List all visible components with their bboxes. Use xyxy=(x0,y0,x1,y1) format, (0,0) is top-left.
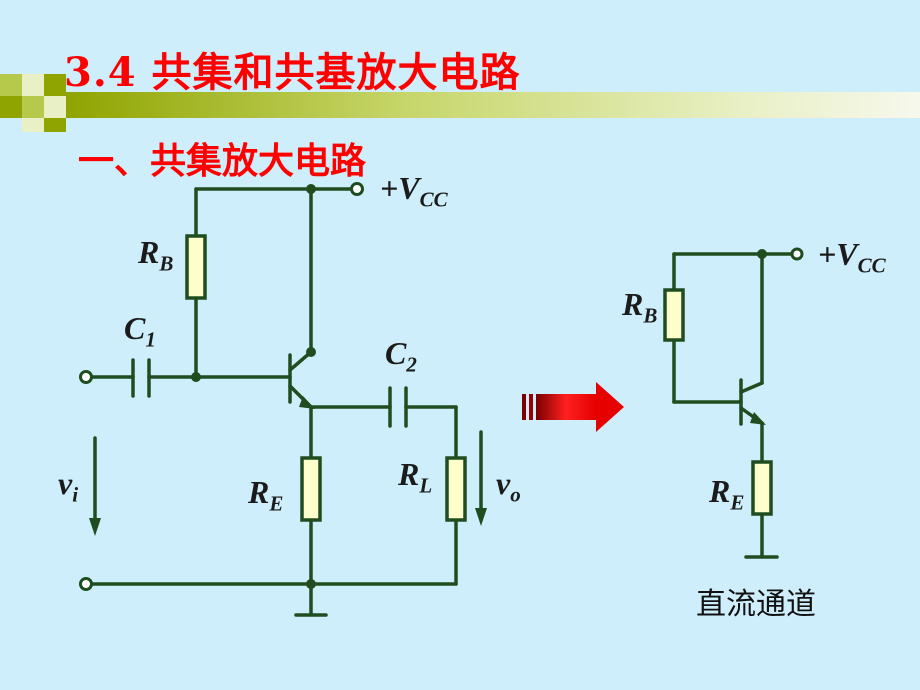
label-c2: C2 xyxy=(385,335,417,377)
label-rl: RL xyxy=(398,456,433,498)
dc-emitter-arrowhead xyxy=(750,412,766,425)
resistor-rb-main xyxy=(185,234,207,300)
main-ground-rail xyxy=(90,582,458,617)
label-re-dc: RE xyxy=(709,473,745,515)
transistor-main xyxy=(288,350,313,409)
label-vi: vi xyxy=(58,465,79,507)
label-vcc-main: +VCC xyxy=(380,170,448,212)
label-rb-dc: RB xyxy=(622,286,658,328)
terminal-input xyxy=(79,370,93,384)
junction-top xyxy=(306,184,316,194)
resistor-re-main xyxy=(300,456,322,522)
capacitor-c1 xyxy=(131,358,151,398)
main-emitter-arrowhead xyxy=(299,396,315,409)
capacitor-c2 xyxy=(388,386,408,428)
main-top-rail xyxy=(194,187,354,379)
resistor-rl xyxy=(445,456,467,522)
label-c1: C1 xyxy=(124,310,156,352)
resistor-re-dc xyxy=(751,460,773,516)
vi-arrowhead xyxy=(89,518,101,536)
terminal-vcc-dc xyxy=(790,247,804,261)
label-rb-main: RB xyxy=(138,234,174,276)
vo-arrowhead xyxy=(475,508,487,526)
section-subtitle: 一、共集放大电路 xyxy=(78,140,367,182)
label-re-main: RE xyxy=(248,474,284,516)
page-title: 3.4 共集和共基放大电路 xyxy=(64,49,521,96)
dc-circuit-wires xyxy=(672,252,795,559)
transform-arrow xyxy=(522,382,624,432)
junction-dc-top xyxy=(757,249,767,259)
dc-path-caption: 直流通道 xyxy=(696,587,816,622)
junction-collector xyxy=(306,347,316,357)
label-vcc-dc: +VCC xyxy=(818,236,886,278)
main-emitter-output xyxy=(309,405,458,586)
junction-base xyxy=(191,372,201,382)
header-decoration xyxy=(0,0,920,140)
terminal-vcc-main xyxy=(350,182,364,196)
junction-ground xyxy=(306,579,316,589)
terminal-ground xyxy=(79,577,93,591)
label-vo: vo xyxy=(496,465,521,507)
resistor-rb-dc xyxy=(663,288,685,342)
